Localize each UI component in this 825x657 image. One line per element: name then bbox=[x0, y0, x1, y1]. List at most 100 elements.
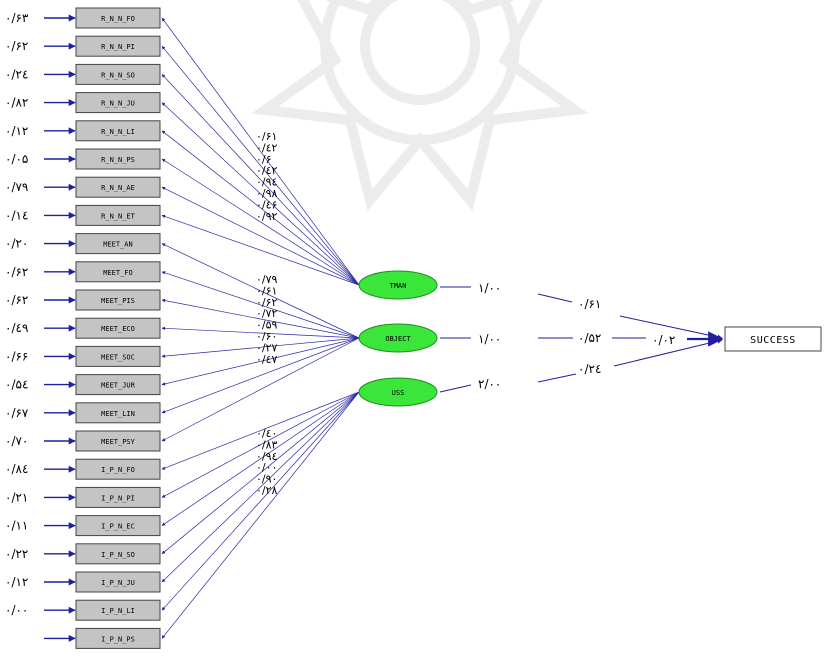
loading-value: ۰/۲۸ bbox=[256, 484, 278, 497]
indicator-error: ۰/٤۹ bbox=[5, 321, 76, 335]
latent-variances: ۱/۰۰ ۱/۰۰ ۲/۰۰ bbox=[439, 281, 501, 393]
loading-path bbox=[161, 214, 360, 286]
loading-path bbox=[161, 243, 360, 339]
indicator-label: R_N_N_LI bbox=[101, 128, 135, 136]
loading-path bbox=[161, 337, 360, 358]
latent-tman[interactable]: TMAN bbox=[358, 270, 438, 300]
loading-path bbox=[161, 130, 360, 286]
error-value: ۰/۱۱ bbox=[5, 519, 28, 533]
indicator-box[interactable]: I_P_N_EC bbox=[75, 515, 161, 537]
indicator-box[interactable]: R_N_N_PS bbox=[75, 148, 161, 170]
error-value: ۰/۱۲ bbox=[5, 124, 28, 138]
loading-value: ۰/٤۶ bbox=[256, 198, 277, 211]
indicator-box[interactable]: MEET_FO bbox=[75, 261, 161, 283]
error-value: ۰/۲۰ bbox=[5, 237, 28, 251]
outcome-success[interactable]: SUCCESS bbox=[724, 326, 822, 352]
indicator-box[interactable]: R_N_N_ET bbox=[75, 204, 161, 226]
error-value: ۰/٤۹ bbox=[5, 321, 28, 335]
indicator-box[interactable]: R_N_N_LI bbox=[75, 120, 161, 142]
loading-path bbox=[161, 337, 360, 442]
loading-path bbox=[161, 337, 360, 386]
loading-value: ۰/۵۹ bbox=[256, 319, 278, 332]
loading-path bbox=[161, 391, 360, 639]
indicator-boxes: R_N_N_FO R_N_N_PI R_N_N_SO R_N_N_JU R_N_N_LI… bbox=[75, 7, 161, 649]
indicator-box[interactable]: R_N_N_PI bbox=[75, 35, 161, 57]
loading-value: ۰/٤۲ bbox=[256, 141, 278, 154]
indicator-box[interactable]: R_N_N_FO bbox=[75, 7, 161, 29]
indicator-error: ۰/۱۲ bbox=[5, 124, 76, 138]
indicator-error: ۰/۱۲ bbox=[5, 575, 76, 589]
indicator-box[interactable]: I_P_N_LI bbox=[75, 599, 161, 621]
loading-path bbox=[161, 186, 360, 286]
indicator-error: ۰/۶۳ bbox=[5, 11, 76, 25]
indicator-box[interactable]: R_N_N_JU bbox=[75, 92, 161, 114]
loading-value: ۰/۷۹ bbox=[256, 273, 278, 286]
indicator-label: MEET_LIN bbox=[101, 410, 135, 418]
loading-path bbox=[161, 74, 360, 286]
loading-value: ۰/۹٤ bbox=[256, 450, 278, 463]
indicator-box[interactable]: MEET_PSY bbox=[75, 430, 161, 452]
indicator-label: I_P_N_SO bbox=[101, 551, 135, 559]
error-value: ۰/۱۲ bbox=[5, 575, 28, 589]
indicator-error: ۰/۲٤ bbox=[5, 67, 76, 81]
indicator-box[interactable]: R_N_N_SO bbox=[75, 63, 161, 85]
latent-object[interactable]: OBJECT bbox=[358, 323, 438, 353]
loading-value: ۰/۶۰ bbox=[256, 330, 277, 343]
loading-value: ۰/۲۷ bbox=[256, 341, 278, 354]
indicator-box[interactable]: MEET_SOC bbox=[75, 345, 161, 367]
indicator-box[interactable]: R_N_N_AE bbox=[75, 176, 161, 198]
loading-path bbox=[161, 391, 360, 555]
indicator-error: ۰/۶۲ bbox=[5, 265, 76, 279]
indicator-box[interactable]: I_P_N_PS bbox=[75, 627, 161, 649]
error-value: ۰/۶۲ bbox=[5, 39, 28, 53]
outcome-error-value: ۰/۰۲ bbox=[652, 333, 675, 347]
indicator-box[interactable]: I_P_N_FO bbox=[75, 458, 161, 480]
indicator-error: ۰/۶۲ bbox=[5, 293, 76, 307]
loading-path bbox=[161, 158, 360, 286]
loading-value: ۰/۶۱ bbox=[256, 284, 277, 297]
indicator-box[interactable]: MEET_ECO bbox=[75, 317, 161, 339]
indicator-label: R_N_N_SO bbox=[101, 71, 135, 79]
indicator-error: ۰/۲۱ bbox=[5, 490, 76, 504]
indicator-label: I_P_N_FO bbox=[101, 466, 135, 474]
latent-uss[interactable]: USS bbox=[358, 377, 438, 407]
error-value: ۰/۶۲ bbox=[5, 293, 28, 307]
loading-path bbox=[161, 326, 360, 339]
loading-value: ۰/۶۱ bbox=[256, 130, 277, 143]
loading-path bbox=[161, 391, 360, 611]
latent-label: OBJECT bbox=[385, 335, 411, 343]
indicator-label: I_P_N_EC bbox=[101, 523, 135, 531]
indicator-box[interactable]: MEET_JUR bbox=[75, 374, 161, 396]
error-value: ۰/۰۵ bbox=[5, 152, 28, 166]
indicator-error: ۰/۸٤ bbox=[5, 462, 76, 476]
indicator-box[interactable]: MEET_AN bbox=[75, 233, 161, 255]
path-coef-tman: ۰/۶۱ bbox=[578, 297, 601, 311]
indicator-error: ۰/۶۲ bbox=[5, 39, 76, 53]
loading-value: ۰/٤۰ bbox=[256, 427, 277, 440]
loading-path bbox=[161, 271, 360, 339]
indicator-label: R_N_N_AE bbox=[101, 184, 135, 192]
indicator-box[interactable]: I_P_N_SO bbox=[75, 543, 161, 565]
loading-value: ۰/۸۳ bbox=[256, 438, 278, 451]
loading-value: ۰/۰۰ bbox=[256, 461, 277, 474]
indicator-box[interactable]: I_P_N_JU bbox=[75, 571, 161, 593]
indicator-box[interactable]: I_P_N_PI bbox=[75, 486, 161, 508]
loading-path bbox=[161, 17, 360, 286]
structural-paths bbox=[537, 293, 724, 383]
loading-path bbox=[161, 102, 360, 286]
indicator-error: ۰/۲۲ bbox=[5, 547, 76, 561]
error-value: ۰/۶۶ bbox=[5, 349, 28, 363]
error-value: ۰/۶۷ bbox=[5, 406, 29, 420]
error-value: ۰/۸٤ bbox=[5, 462, 28, 476]
indicator-label: R_N_N_FO bbox=[101, 15, 135, 23]
loading-value: ۰/۹۸ bbox=[256, 187, 278, 200]
loading-value: ۰/۶ bbox=[256, 153, 272, 166]
indicator-box[interactable]: MEET_LIN bbox=[75, 402, 161, 424]
loading-value: ۰/۶۲ bbox=[256, 296, 278, 309]
indicator-label: MEET_FO bbox=[103, 269, 133, 277]
error-value: ۰/۰۰ bbox=[5, 603, 28, 617]
indicator-label: MEET_PIS bbox=[101, 297, 135, 305]
indicator-label: R_N_N_PI bbox=[101, 43, 135, 51]
indicator-box[interactable]: MEET_PIS bbox=[75, 289, 161, 311]
loading-value: ۰/۷۲ bbox=[256, 307, 278, 320]
